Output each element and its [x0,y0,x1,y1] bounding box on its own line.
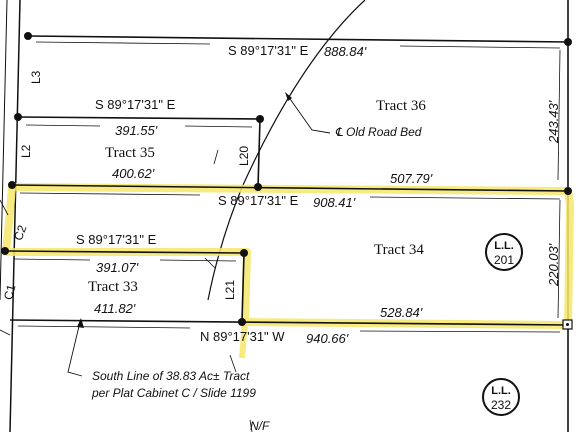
left-border-line [9,0,21,432]
lot-label-prefix: L.L. [491,385,511,397]
long-middle-line [11,184,569,192]
distance-tract-36-bottom: 507.79' [390,171,433,186]
distance-right-lower: 220.03' [546,243,561,286]
distance-top: 888.84' [324,44,367,59]
bearing-tract-35-top: S 89°17'31" E [95,97,176,112]
distance-long-mid: 908.41' [313,195,356,210]
corner-marker [240,249,248,257]
bearing-bottom: N 89°17'31" W [200,329,285,344]
tract-35-top-line [17,116,261,120]
tract-33-top-line [4,250,245,254]
distance-tract-34-bottom: 528.84' [380,305,423,320]
distance-tract-35-bottom: 400.62' [112,166,155,181]
l20-line [257,118,261,188]
distance-tract-35-top: 391.55' [115,123,158,138]
old-road-bed-line [207,0,366,301]
lot-label-number: 232 [490,398,512,412]
bearing-top: S 89°17'31" E [228,43,309,58]
corner-marker [8,181,16,189]
corner-marker [14,113,22,121]
tract-34-label: Tract 34 [374,242,424,258]
distance-right-upper: 243.43' [546,100,561,143]
south-line-leader [67,321,83,377]
tract-36-label: Tract 36 [376,98,426,114]
old-road-bed-label: ℄ Old Road Bed [335,125,422,139]
distance-tract-33-bottom: 411.82' [94,301,136,316]
line-label-l3: L3 [29,70,43,84]
lot-label-232: L.L. 232 [482,378,520,416]
l21-highlight-tail [239,321,248,359]
top-boundary-line [27,35,569,43]
line-label-c1: C1 [1,282,19,302]
bearing-long-mid: S 89°17'31" E [218,193,299,208]
tract-33-label: Tract 33 [88,279,138,295]
corner-marker [24,32,32,40]
old-road-bed-leader [287,95,331,134]
bottom-boundary-line [9,319,569,326]
corner-marker [564,187,572,195]
nf-label: N/F [250,419,270,433]
line-label-l2: L2 [19,144,33,158]
corner-marker [256,115,264,123]
tract-35-label: Tract 35 [105,145,155,161]
corner-marker [564,38,572,46]
corner-marker [238,318,246,326]
lot-label-prefix: L.L. [494,240,514,252]
bearing-tract-33-top: S 89°17'31" E [76,232,157,247]
distance-tract-33-top: 391.07' [96,260,139,275]
lot-label-number: 201 [493,253,515,267]
line-label-l21: L21 [223,279,237,300]
line-label-l20: L20 [237,145,251,166]
distance-bottom: 940.66' [306,331,349,346]
l21-line [241,252,245,323]
south-line-label-1: South Line of 38.83 Ac± Tract [92,369,250,383]
lot-label-201: L.L. 201 [485,233,523,271]
south-line-label-2: per Plat Cabinet C / Slide 1199 [92,386,256,400]
corner-marker [1,247,9,255]
corner-marker [254,183,262,191]
